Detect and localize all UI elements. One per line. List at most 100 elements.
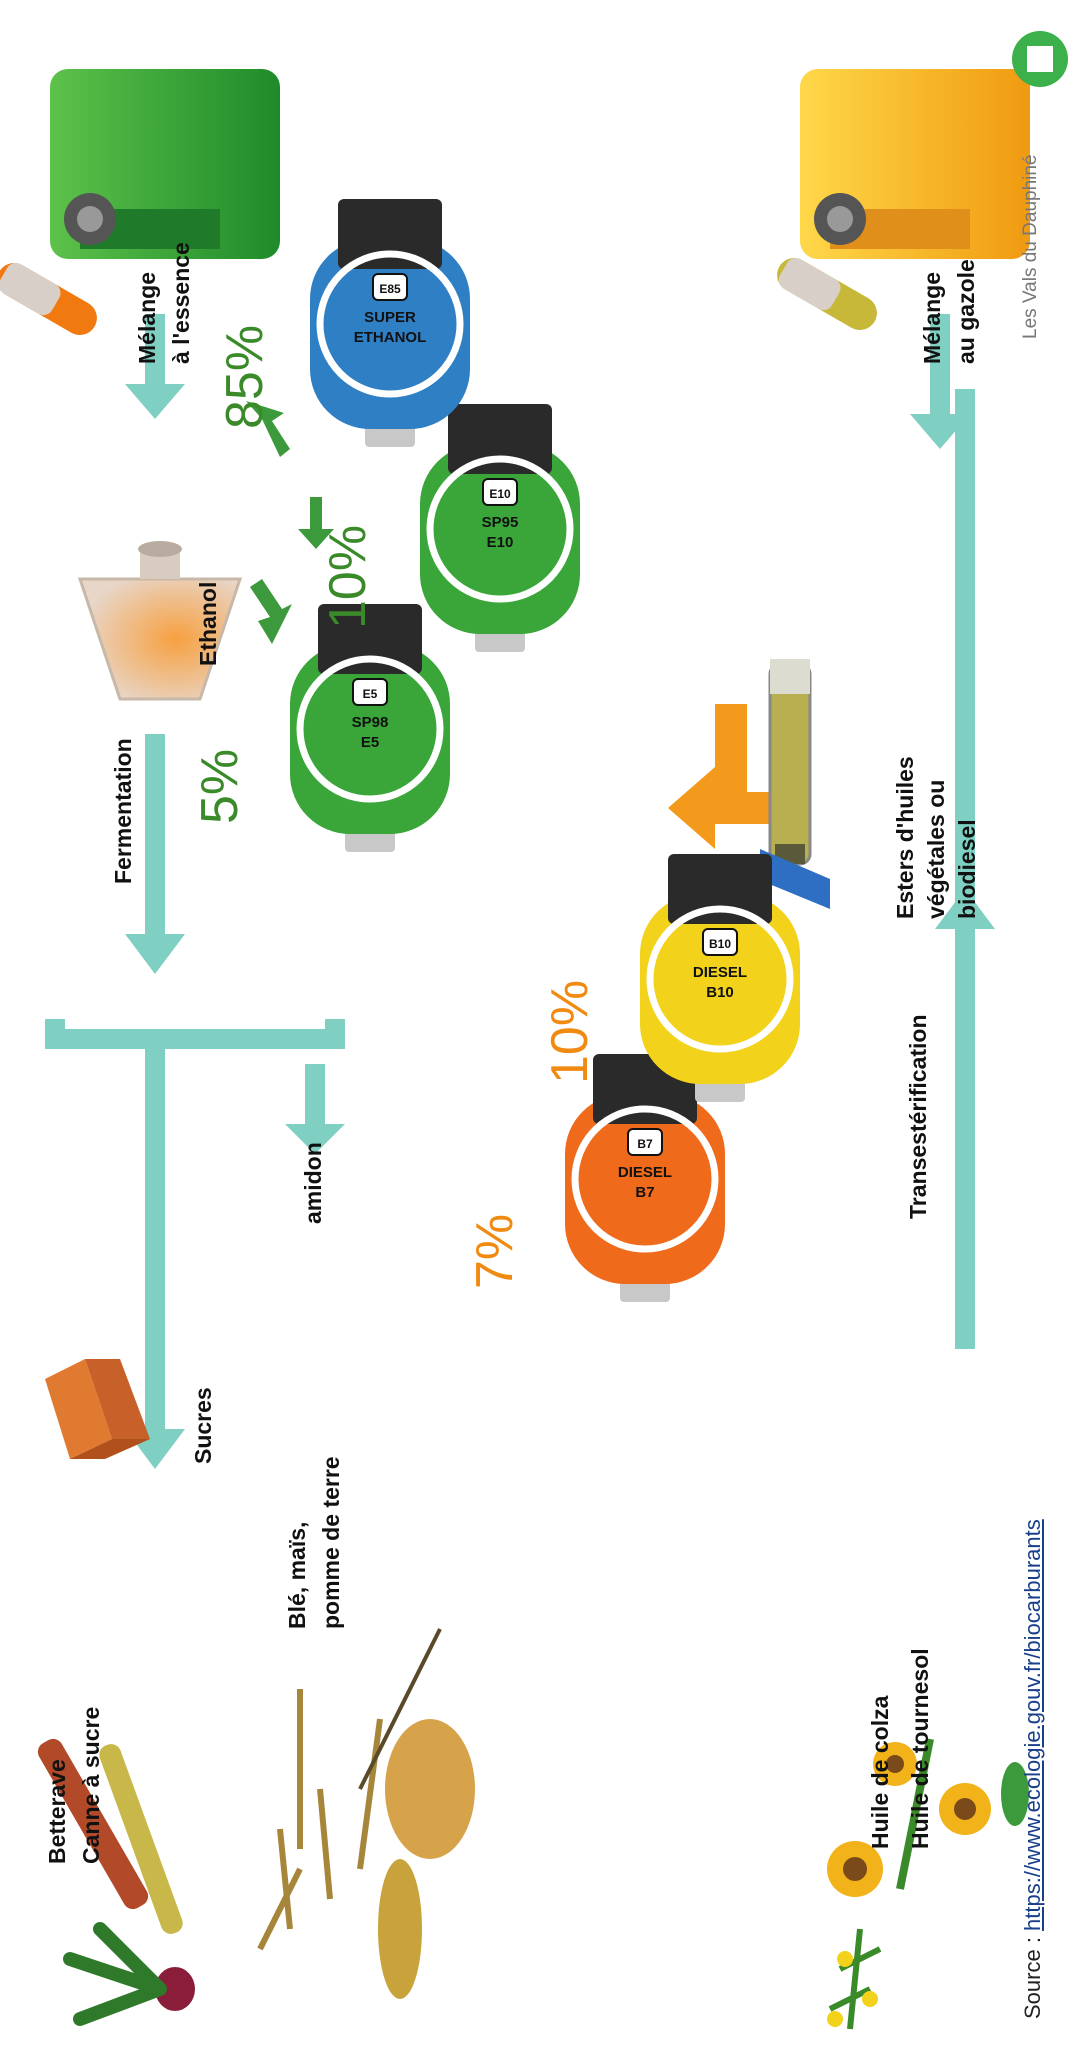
label-melange-gazole: Mélange au gazole (915, 259, 983, 364)
pump-ring (571, 1105, 719, 1253)
pump-line-1: ETHANOL (354, 329, 427, 346)
label-ethanol: Ethanol (195, 581, 221, 666)
badge-box (702, 928, 738, 956)
pump-ring (296, 655, 444, 803)
rapeseed-sunflower-illustration (827, 1738, 1029, 2030)
pump-line-1: E5 (361, 734, 379, 751)
top-flow-arrows (45, 958, 345, 1469)
arrowhead-amidon (285, 1124, 345, 1154)
bracket-arm-top (45, 1029, 345, 1049)
pump-handle (338, 199, 442, 269)
pump-nozzle (475, 630, 525, 652)
pump-line-0: SP95 (482, 514, 519, 531)
pump-line-1: B7 (635, 1184, 654, 1201)
pump-handle (318, 604, 422, 674)
beet-cane-illustration (37, 1738, 195, 2026)
label-esters-3: biodiesel (954, 819, 980, 919)
badge-text: E85 (379, 282, 401, 296)
badge-text: B7 (637, 1137, 653, 1151)
label-a-l-essence: à l'essence (168, 242, 194, 364)
label-esters-2: végétales ou (923, 779, 949, 919)
source-link[interactable]: https://www.ecologie.gouv.fr/biocarburan… (1020, 1519, 1045, 1931)
label-canne-a-sucre: Canne à sucre (78, 1706, 104, 1864)
wheat-corn-potato-illustration (257, 1628, 475, 1999)
badge-box (482, 478, 518, 506)
source-prefix: Source : (1020, 1930, 1045, 2019)
label-transesterification: Transestérification (905, 1014, 931, 1219)
label-sucres: Sucres (190, 1387, 216, 1464)
source-citation: Source : https://www.ecologie.gouv.fr/bi… (1020, 1519, 1046, 2019)
pump-line-0: SP98 (352, 714, 389, 731)
label-melange-1: Mélange (134, 271, 160, 364)
pump-line-1: B10 (706, 984, 734, 1001)
bottom-flow-arrows (935, 389, 995, 1349)
label-melange-essence: Mélange à l'essence (130, 242, 198, 364)
ethanol-branch-arrows (246, 401, 334, 644)
label-amidon: amidon (300, 1142, 326, 1224)
label-huile-tournesol: Huile de tournesol (907, 1648, 933, 1849)
pump-nozzle (620, 1280, 670, 1302)
pump-nozzle (695, 1080, 745, 1102)
badge-text: B10 (709, 937, 731, 951)
percent-b7: 7% (466, 1213, 524, 1289)
logo-text: Les Vals du Dauphiné (1020, 154, 1041, 340)
badge-text: E5 (363, 687, 378, 701)
percent-e85: 85% (216, 324, 274, 429)
label-sugar-sources: Betterave Canne à sucre (40, 1707, 108, 1864)
logo-icon (1012, 31, 1068, 87)
pump-line-0: DIESEL (618, 1164, 672, 1181)
label-melange-2: Mélange (919, 271, 945, 364)
pump-line-1: E10 (487, 534, 514, 551)
label-pomme-de-terre: pomme de terre (318, 1456, 344, 1629)
fuel-pumps: E5SP98E5E10SP95E10E85SUPERETHANOLB7DIESE… (290, 199, 800, 1302)
pump-ring (426, 455, 574, 603)
percent-b10: 10% (541, 979, 599, 1084)
label-huile-colza: Huile de colza (867, 1695, 893, 1849)
badge-box (627, 1128, 663, 1156)
yellow-jerrycan-icon (800, 69, 1030, 259)
pump-nozzle (345, 830, 395, 852)
badge-box (352, 678, 388, 706)
pump-ring (646, 905, 794, 1053)
label-betterave: Betterave (44, 1759, 70, 1864)
pump-line-0: DIESEL (693, 964, 747, 981)
percent-e5: 5% (191, 748, 249, 824)
sugar-cube-icon (45, 1359, 150, 1459)
badge-box (372, 273, 408, 301)
pump-ring (316, 250, 464, 398)
fermentation-arrow (125, 734, 185, 974)
badge-text: E10 (489, 487, 511, 501)
label-esters-1: Esters d'huiles (892, 756, 918, 919)
percent-e10: 10% (319, 524, 377, 629)
gazole-test-tube-icon (777, 257, 877, 330)
label-au-gazole: au gazole (953, 259, 979, 364)
pump-nozzle (365, 425, 415, 447)
arrow-to-melange-essence (125, 314, 185, 419)
pump-handle (668, 854, 772, 924)
transesterification-stem (955, 389, 975, 1349)
stem-to-sucres (145, 1029, 165, 1429)
pump-line-0: SUPER (364, 309, 416, 326)
green-jerrycan-icon (50, 69, 280, 259)
pump-handle (448, 404, 552, 474)
label-fermentation: Fermentation (110, 738, 136, 884)
label-starch-sources: Blé, maïs, pomme de terre (280, 1456, 348, 1629)
arrow-to-melange-gazole (910, 314, 970, 449)
label-oil-sources: Huile de colza Huile de tournesol (860, 1648, 940, 1849)
label-ble-mais: Blé, maïs, (284, 1521, 310, 1629)
label-esters: Esters d'huiles végétales ou biodiesel (890, 756, 983, 919)
ethanol-flask-icon (77, 541, 243, 701)
essence-test-tube-icon (0, 262, 97, 335)
